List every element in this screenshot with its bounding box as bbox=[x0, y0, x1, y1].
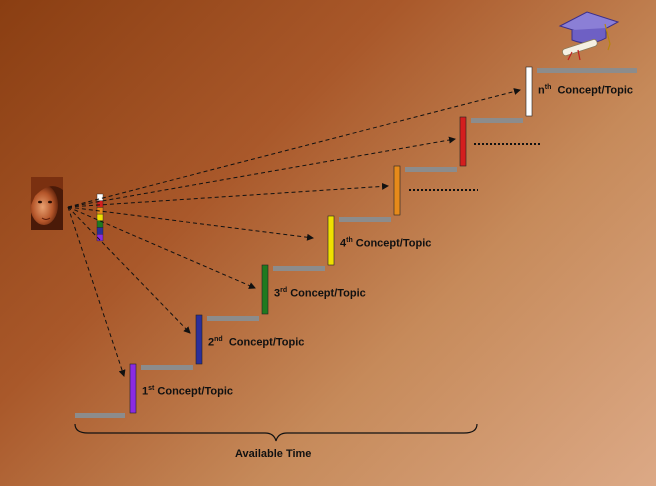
step-tread bbox=[405, 167, 457, 172]
concept-steps bbox=[75, 66, 637, 418]
gaze-arrow bbox=[67, 206, 126, 377]
time-brace bbox=[74, 423, 478, 442]
concept-riser-1 bbox=[129, 363, 137, 414]
step-tread bbox=[471, 118, 523, 123]
mini-color-legend bbox=[96, 193, 104, 242]
step-tread bbox=[141, 365, 193, 370]
concept-label-4: 4th Concept/Topic bbox=[340, 237, 432, 250]
available-time-label: Available Time bbox=[235, 448, 312, 460]
step-tread bbox=[273, 266, 325, 271]
concept-label-2: 2nd Concept/Topic bbox=[208, 336, 305, 349]
step-tread bbox=[207, 316, 259, 321]
gaze-arrow bbox=[67, 182, 389, 208]
gaze-arrow bbox=[67, 88, 521, 208]
concept-riser-7 bbox=[525, 66, 533, 117]
child-face-image bbox=[30, 177, 63, 230]
concept-riser-6 bbox=[459, 116, 467, 167]
concept-riser-5 bbox=[393, 165, 401, 216]
step-tread bbox=[537, 68, 637, 73]
concept-label-1: 1st Concept/Topic bbox=[142, 385, 233, 398]
graduation-cap-icon bbox=[558, 11, 620, 61]
gaze-arrows bbox=[67, 88, 521, 377]
gaze-arrow bbox=[67, 136, 456, 208]
concept-label-n: nth Concept/Topic bbox=[538, 84, 634, 97]
gaze-arrow bbox=[67, 206, 256, 289]
mini-legend-swatch bbox=[96, 213, 104, 222]
concept-riser-4 bbox=[327, 215, 335, 266]
gaze-arrow bbox=[67, 206, 314, 241]
concept-riser-3 bbox=[261, 264, 269, 315]
concept-label-3: 3rd Concept/Topic bbox=[274, 287, 366, 300]
mini-legend-swatch bbox=[96, 227, 104, 235]
step-tread bbox=[339, 217, 391, 222]
gaze-arrow bbox=[67, 206, 191, 334]
concept-riser-2 bbox=[195, 314, 203, 365]
step-tread bbox=[75, 413, 125, 418]
